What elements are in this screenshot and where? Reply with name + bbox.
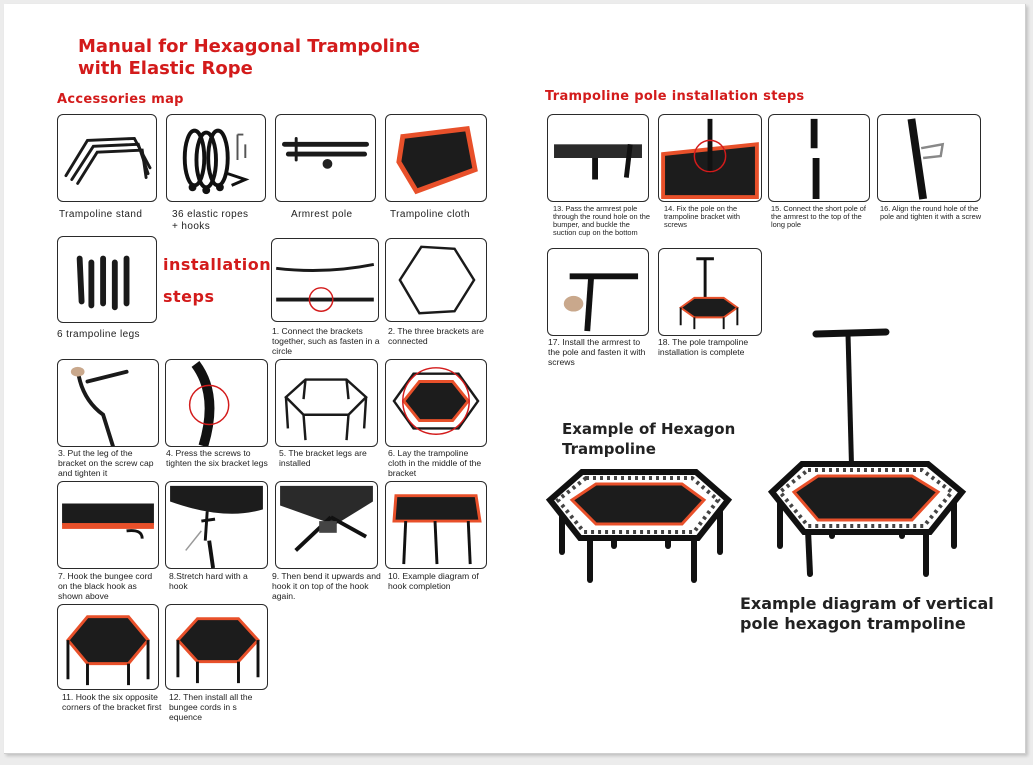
pole-steps-heading: Trampoline pole installation steps xyxy=(545,89,805,104)
step-1-caption: 1. Connect the brackets together, such a… xyxy=(272,326,380,356)
installation-steps-heading: installation steps xyxy=(163,249,271,313)
step-9-caption: 9. Then bend it upwards and hook it on t… xyxy=(272,571,381,601)
step-16-image xyxy=(877,114,981,202)
step-10-image xyxy=(385,481,487,569)
hexagon-trampoline-illustration xyxy=(545,469,733,583)
vertical-pole-example-title: Example diagram of vertical pole hexagon… xyxy=(740,594,994,633)
trampoline-stand-image xyxy=(57,114,157,202)
step-3-image xyxy=(57,359,159,447)
step-15-caption: 15. Connect the short pole of the armres… xyxy=(771,204,866,229)
step-12-caption: 12. Then install all the bungee cords in… xyxy=(169,692,253,722)
step-12-image xyxy=(165,604,268,690)
accessory-label-stand: Trampoline stand xyxy=(59,209,143,220)
step-18-image xyxy=(658,248,762,336)
step-10-caption: 10. Example diagram of hook completion xyxy=(388,571,479,591)
step-2-image xyxy=(385,238,487,322)
accessory-label-armrest: Armrest pole xyxy=(291,209,353,220)
step-4-image xyxy=(165,359,268,447)
trampoline-legs-image xyxy=(57,236,157,323)
manual-title: Manual for Hexagonal Trampoline with Ela… xyxy=(78,36,420,80)
step-7-caption: 7. Hook the bungee cord on the black hoo… xyxy=(58,571,153,601)
step-17-image xyxy=(547,248,649,336)
accessory-label-ropes: 36 elastic ropes + hooks xyxy=(172,209,249,232)
step-18-caption: 18. The pole trampoline installation is … xyxy=(658,337,749,357)
step-11-image xyxy=(57,604,159,690)
step-15-image xyxy=(768,114,870,202)
step-14-caption: 14. Fix the pole on the trampoline brack… xyxy=(664,204,740,229)
hexagon-example-title: Example of Hexagon Trampoline xyxy=(562,420,736,458)
step-1-image xyxy=(271,238,379,322)
step-4-caption: 4. Press the screws to tighten the six b… xyxy=(166,448,268,468)
step-11-caption: 11. Hook the six opposite corners of the… xyxy=(62,692,162,712)
step-2-caption: 2. The three brackets are connected xyxy=(388,326,484,346)
manual-title-line1: Manual for Hexagonal Trampoline xyxy=(78,36,420,57)
step-6-image xyxy=(385,359,487,447)
elastic-ropes-image xyxy=(166,114,266,202)
installation-heading-line2: steps xyxy=(163,287,215,306)
accessory-label-cloth: Trampoline cloth xyxy=(390,209,470,220)
step-16-caption: 16. Align the round hole of the pole and… xyxy=(880,204,982,221)
installation-heading-line1: installation xyxy=(163,255,272,274)
accessories-heading: Accessories map xyxy=(57,92,184,107)
pole-trampoline-illustration xyxy=(768,328,967,577)
step-5-image xyxy=(275,359,378,447)
step-8-image xyxy=(165,481,268,569)
step-3-caption: 3. Put the leg of the bracket on the scr… xyxy=(58,448,154,478)
step-8-caption: 8.Stretch hard with a hook xyxy=(169,571,248,591)
accessory-label-legs: 6 trampoline legs xyxy=(57,329,140,340)
step-9-image xyxy=(275,481,378,569)
step-14-image xyxy=(658,114,762,202)
manual-title-line2: with Elastic Rope xyxy=(78,58,253,79)
trampoline-cloth-image xyxy=(385,114,487,202)
step-17-caption: 17. Install the armrest to the pole and … xyxy=(548,337,646,367)
step-5-caption: 5. The bracket legs are installed xyxy=(279,448,367,468)
step-7-image xyxy=(57,481,159,569)
step-13-caption: 13. Pass the armrest pole through the ro… xyxy=(553,204,650,237)
manual-page: Manual for Hexagonal Trampoline with Ela… xyxy=(4,4,1026,754)
armrest-pole-image xyxy=(275,114,376,202)
step-6-caption: 6. Lay the trampoline cloth in the middl… xyxy=(388,448,482,478)
step-13-image xyxy=(547,114,649,202)
